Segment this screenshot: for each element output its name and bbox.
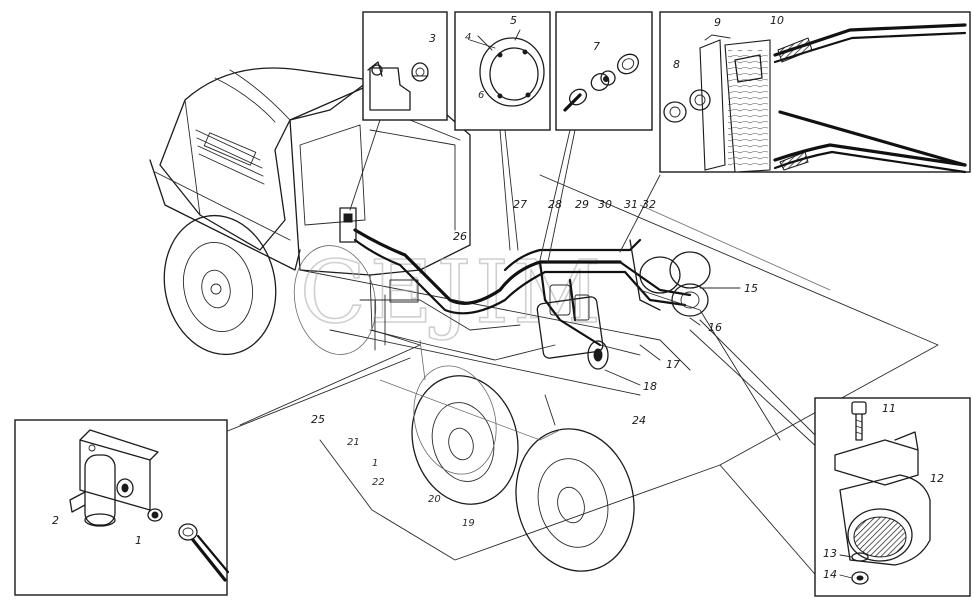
label-30: 30 [598,198,612,211]
leader-lines [224,119,821,451]
label-13-box: 13 [823,547,837,560]
truck-hood [159,67,371,251]
trailer-platform [319,174,939,561]
label-15: 15 [744,282,758,295]
grille [195,129,265,185]
label-14-box: 14 [823,568,837,581]
label-12-box: 12 [930,472,944,485]
label-9-box: 9 [714,16,721,29]
label-29: 29 [575,198,589,211]
label-4-box: 4 [465,32,471,43]
label-18: 18 [643,380,657,393]
cab-valve [339,207,419,351]
label-25: 25 [311,413,325,426]
label-26: 26 [453,230,467,243]
rear-wheel-2 [515,428,635,572]
label-21: 21 [347,437,360,448]
label-32: 32 [642,198,656,211]
label-3-box: 3 [429,32,436,45]
callout-box-cab-valve-detail [14,419,230,596]
label-2-box: 2 [52,514,59,527]
callout-box-pipe-fitting [555,11,653,131]
callout-box-brake-valve [454,11,551,131]
label-24: 24 [632,414,646,427]
watermark: CEJIM [300,243,605,343]
label-16: 16 [708,321,722,334]
label-8-box: 8 [673,58,680,71]
callout-box-valve-mount [362,11,448,121]
label-11-box: 11 [882,402,896,415]
label-6-box: 6 [478,90,484,101]
rear-wheel-1 [411,375,519,505]
label-5-box: 5 [510,14,517,27]
label-31: 31 [624,198,638,211]
label-22: 22 [372,477,385,488]
compressor-assembly [536,284,609,370]
label-7-box: 7 [593,40,600,53]
label-27: 27 [513,198,527,211]
label-28: 28 [548,198,562,211]
label-1-box: 1 [135,534,142,547]
brake-chambers [629,239,711,317]
callout-box-frame-bracket [659,11,971,174]
label-10-box: 10 [770,14,784,27]
callout-box-clamp-detail [814,397,971,597]
label-20: 20 [428,494,441,505]
label-23: 1 [372,458,378,469]
truck-drawing [149,67,939,581]
label-17: 17 [666,358,680,371]
part-labels: 3 5 4 6 7 8 9 10 11 12 13 14 2 1 15 16 1… [52,14,944,581]
label-19: 19 [462,518,475,529]
front-wheel [163,214,277,356]
